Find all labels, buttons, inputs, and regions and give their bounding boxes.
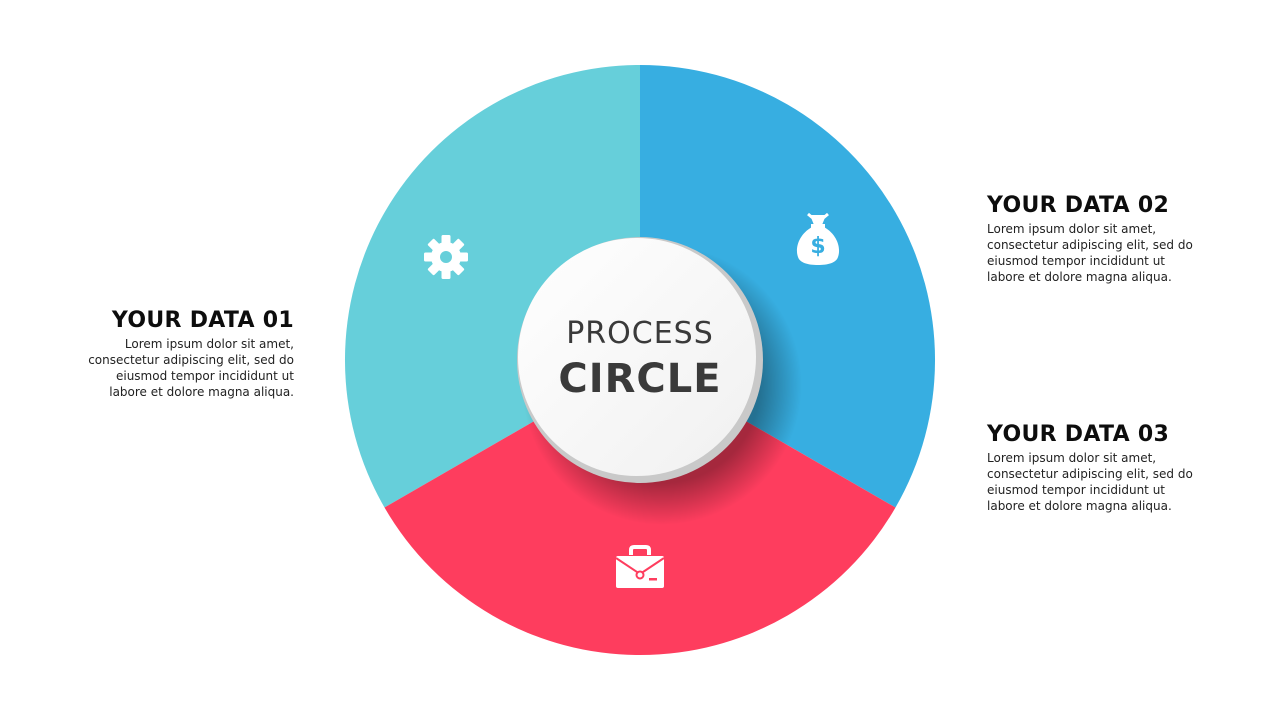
gear-icon — [424, 235, 468, 279]
data-block-03: YOUR DATA 03 Lorem ipsum dolor sit amet,… — [987, 422, 1197, 514]
data-block-01: YOUR DATA 01 Lorem ipsum dolor sit amet,… — [84, 308, 294, 400]
data-body-02: Lorem ipsum dolor sit amet, consectetur … — [987, 222, 1193, 284]
data-body-01: Lorem ipsum dolor sit amet, consectetur … — [88, 337, 294, 399]
data-title-01: YOUR DATA 01 — [111, 308, 294, 333]
data-block-02: YOUR DATA 02 Lorem ipsum dolor sit amet,… — [987, 193, 1197, 285]
center-disc — [518, 238, 756, 476]
center-title-line1: PROCESS — [566, 316, 714, 351]
svg-text:$: $ — [810, 234, 825, 259]
center-title-line2: CIRCLE — [558, 356, 722, 402]
money-bag-icon: $ — [796, 212, 840, 265]
data-body-03: Lorem ipsum dolor sit amet, consectetur … — [987, 451, 1193, 513]
briefcase-icon — [615, 545, 665, 588]
data-title-02: YOUR DATA 02 — [987, 193, 1170, 218]
data-title-03: YOUR DATA 03 — [987, 422, 1170, 447]
